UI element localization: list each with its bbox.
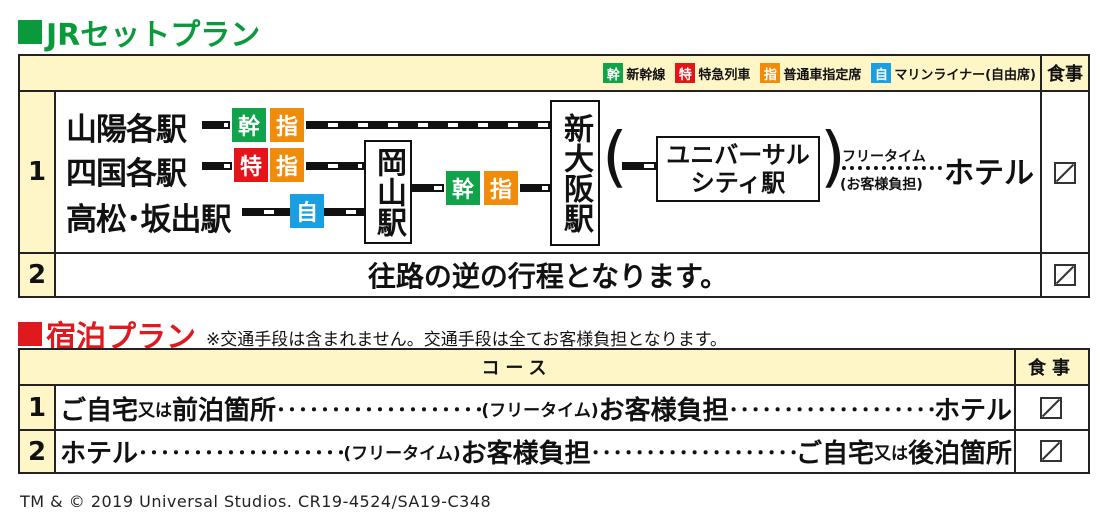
- dotted-leader: [729, 394, 934, 423]
- stay-course-row-2: ホテル (フリータイム) お客様負担 ご自宅 又は 後泊箇所: [60, 431, 1012, 472]
- legend-shinkansen: 幹 新幹線: [603, 63, 665, 83]
- legend-limited-express: 特 特急列車: [675, 63, 750, 83]
- course-start-or: 又は: [138, 401, 173, 421]
- divider: [20, 429, 1088, 431]
- course-end-or: 又は: [874, 444, 908, 464]
- usj-station-line1: ユニバーサル: [666, 141, 810, 169]
- stay-row-number-1: 1: [20, 386, 54, 429]
- shinkansen-badge-icon: 幹: [446, 171, 480, 205]
- legend-label: 普通車指定席: [783, 67, 862, 83]
- legend-label: 新幹線: [626, 67, 666, 83]
- rail-line: [306, 121, 550, 129]
- train-legend: 幹 新幹線 特 特急列車 指 普通車指定席 自 マリンライナー(自由席): [593, 63, 1036, 83]
- usj-station-line2: シティ駅: [690, 169, 786, 197]
- rail-line: [622, 162, 656, 170]
- customer-burden-label: (お客様負担): [840, 177, 923, 193]
- stay-plan-table: コース 食事 1 2 ご自宅 又は 前泊箇所 (フリータイム) お客様負担 ホテ…: [18, 348, 1090, 474]
- rail-line: [202, 162, 232, 170]
- course-customer-burden: お客様負担: [598, 396, 729, 426]
- stay-meal-header: 食事: [1028, 358, 1076, 379]
- course-header: コース: [481, 358, 553, 379]
- row-number-2: 2: [20, 254, 54, 296]
- rail-line: [306, 162, 364, 170]
- shin-osaka-station-box: 新大阪駅: [550, 100, 600, 246]
- course-end: ご自宅: [795, 439, 874, 469]
- shin-osaka-station-label: 新大阪駅: [558, 113, 593, 233]
- origin-takamatsu-sakaide: 高松･坂出駅: [66, 202, 231, 238]
- free-seat-badge-icon: 自: [871, 63, 892, 83]
- dotted-leader: [138, 437, 343, 466]
- legend-marine-liner: 自 マリンライナー(自由席): [871, 63, 1036, 83]
- dotted-leader: [591, 437, 796, 466]
- copyright-footer: TM & © 2019 Universal Studios. CR19-4524…: [20, 492, 492, 511]
- jr-table-header: 幹 新幹線 特 特急列車 指 普通車指定席 自 マリンライナー(自由席) 食事: [20, 56, 1088, 92]
- universal-city-station-box: ユニバーサル シティ駅: [656, 136, 820, 202]
- stay-row-number-2: 2: [20, 431, 54, 472]
- stay-plan-note: ※交通手段は含まれません。交通手段は全てお客様負担となります。: [206, 329, 728, 350]
- limited-express-badge-icon: 特: [234, 148, 268, 182]
- legend-reserved-seat: 指 普通車指定席: [760, 63, 861, 83]
- okayama-station-label: 岡山駅: [371, 147, 406, 237]
- legend-label: マリンライナー(自由席): [894, 67, 1036, 83]
- course-end: ホテル: [934, 396, 1012, 426]
- stay-table-header: コース 食事: [20, 350, 1088, 386]
- stay-meal-checkbox-1[interactable]: [1040, 397, 1062, 419]
- course-start: ご自宅: [60, 396, 139, 426]
- course-free-time: (フリータイム): [481, 401, 599, 421]
- rail-line: [242, 208, 290, 216]
- red-square-icon: [18, 322, 42, 346]
- course-customer-burden: お客様負担: [460, 439, 591, 469]
- jr-plan-heading: JRセットプラン: [18, 10, 260, 54]
- open-parenthesis: (: [602, 118, 628, 195]
- green-square-icon: [18, 20, 42, 44]
- stay-meal-checkbox-2[interactable]: [1040, 440, 1062, 462]
- reserved-seat-badge-icon: 指: [484, 171, 518, 205]
- course-start-alt: 前泊箇所: [172, 396, 277, 426]
- rail-line: [412, 184, 444, 192]
- course-end-alt: 後泊箇所: [908, 439, 1012, 469]
- course-free-time: (フリータイム): [343, 444, 461, 464]
- jr-plan-table: 幹 新幹線 特 特急列車 指 普通車指定席 自 マリンライナー(自由席) 食事 …: [18, 54, 1090, 298]
- legend-label: 特急列車: [698, 67, 751, 83]
- origin-shikoku: 四国各駅: [66, 156, 187, 192]
- row-number-1: 1: [20, 92, 54, 252]
- okayama-station-box: 岡山駅: [364, 140, 412, 244]
- stay-course-row-1: ご自宅 又は 前泊箇所 (フリータイム) お客様負担 ホテル: [60, 388, 1012, 429]
- free-seat-badge-icon: 自: [290, 194, 324, 228]
- reserved-seat-badge-icon: 指: [760, 63, 781, 83]
- hotel-label: ホテル: [944, 156, 1034, 191]
- rail-line: [202, 121, 230, 129]
- meal-checkbox-2[interactable]: [1054, 264, 1076, 286]
- limited-express-badge-icon: 特: [675, 63, 696, 83]
- shinkansen-badge-icon: 幹: [603, 63, 624, 83]
- dotted-leader: [842, 166, 942, 170]
- jr-plan-title: JRセットプラン: [46, 18, 261, 53]
- dotted-leader: [276, 394, 481, 423]
- shinkansen-badge-icon: 幹: [232, 108, 266, 142]
- reserved-seat-badge-icon: 指: [270, 108, 304, 142]
- rail-line: [520, 184, 550, 192]
- free-time-label: フリータイム: [842, 149, 926, 165]
- reserved-seat-badge-icon: 指: [270, 148, 304, 182]
- close-parenthesis: ): [820, 118, 846, 195]
- origin-sanyo: 山陽各駅: [66, 112, 187, 148]
- divider: [1040, 56, 1042, 296]
- rail-line: [324, 208, 364, 216]
- divider: [20, 252, 1088, 254]
- jr-meal-header: 食事: [1047, 64, 1083, 85]
- divider: [54, 92, 56, 296]
- meal-checkbox-1[interactable]: [1054, 162, 1076, 184]
- divider: [1014, 350, 1016, 472]
- return-trip-text: 往路の逆の行程となります。: [367, 260, 729, 293]
- course-start: ホテル: [60, 439, 139, 469]
